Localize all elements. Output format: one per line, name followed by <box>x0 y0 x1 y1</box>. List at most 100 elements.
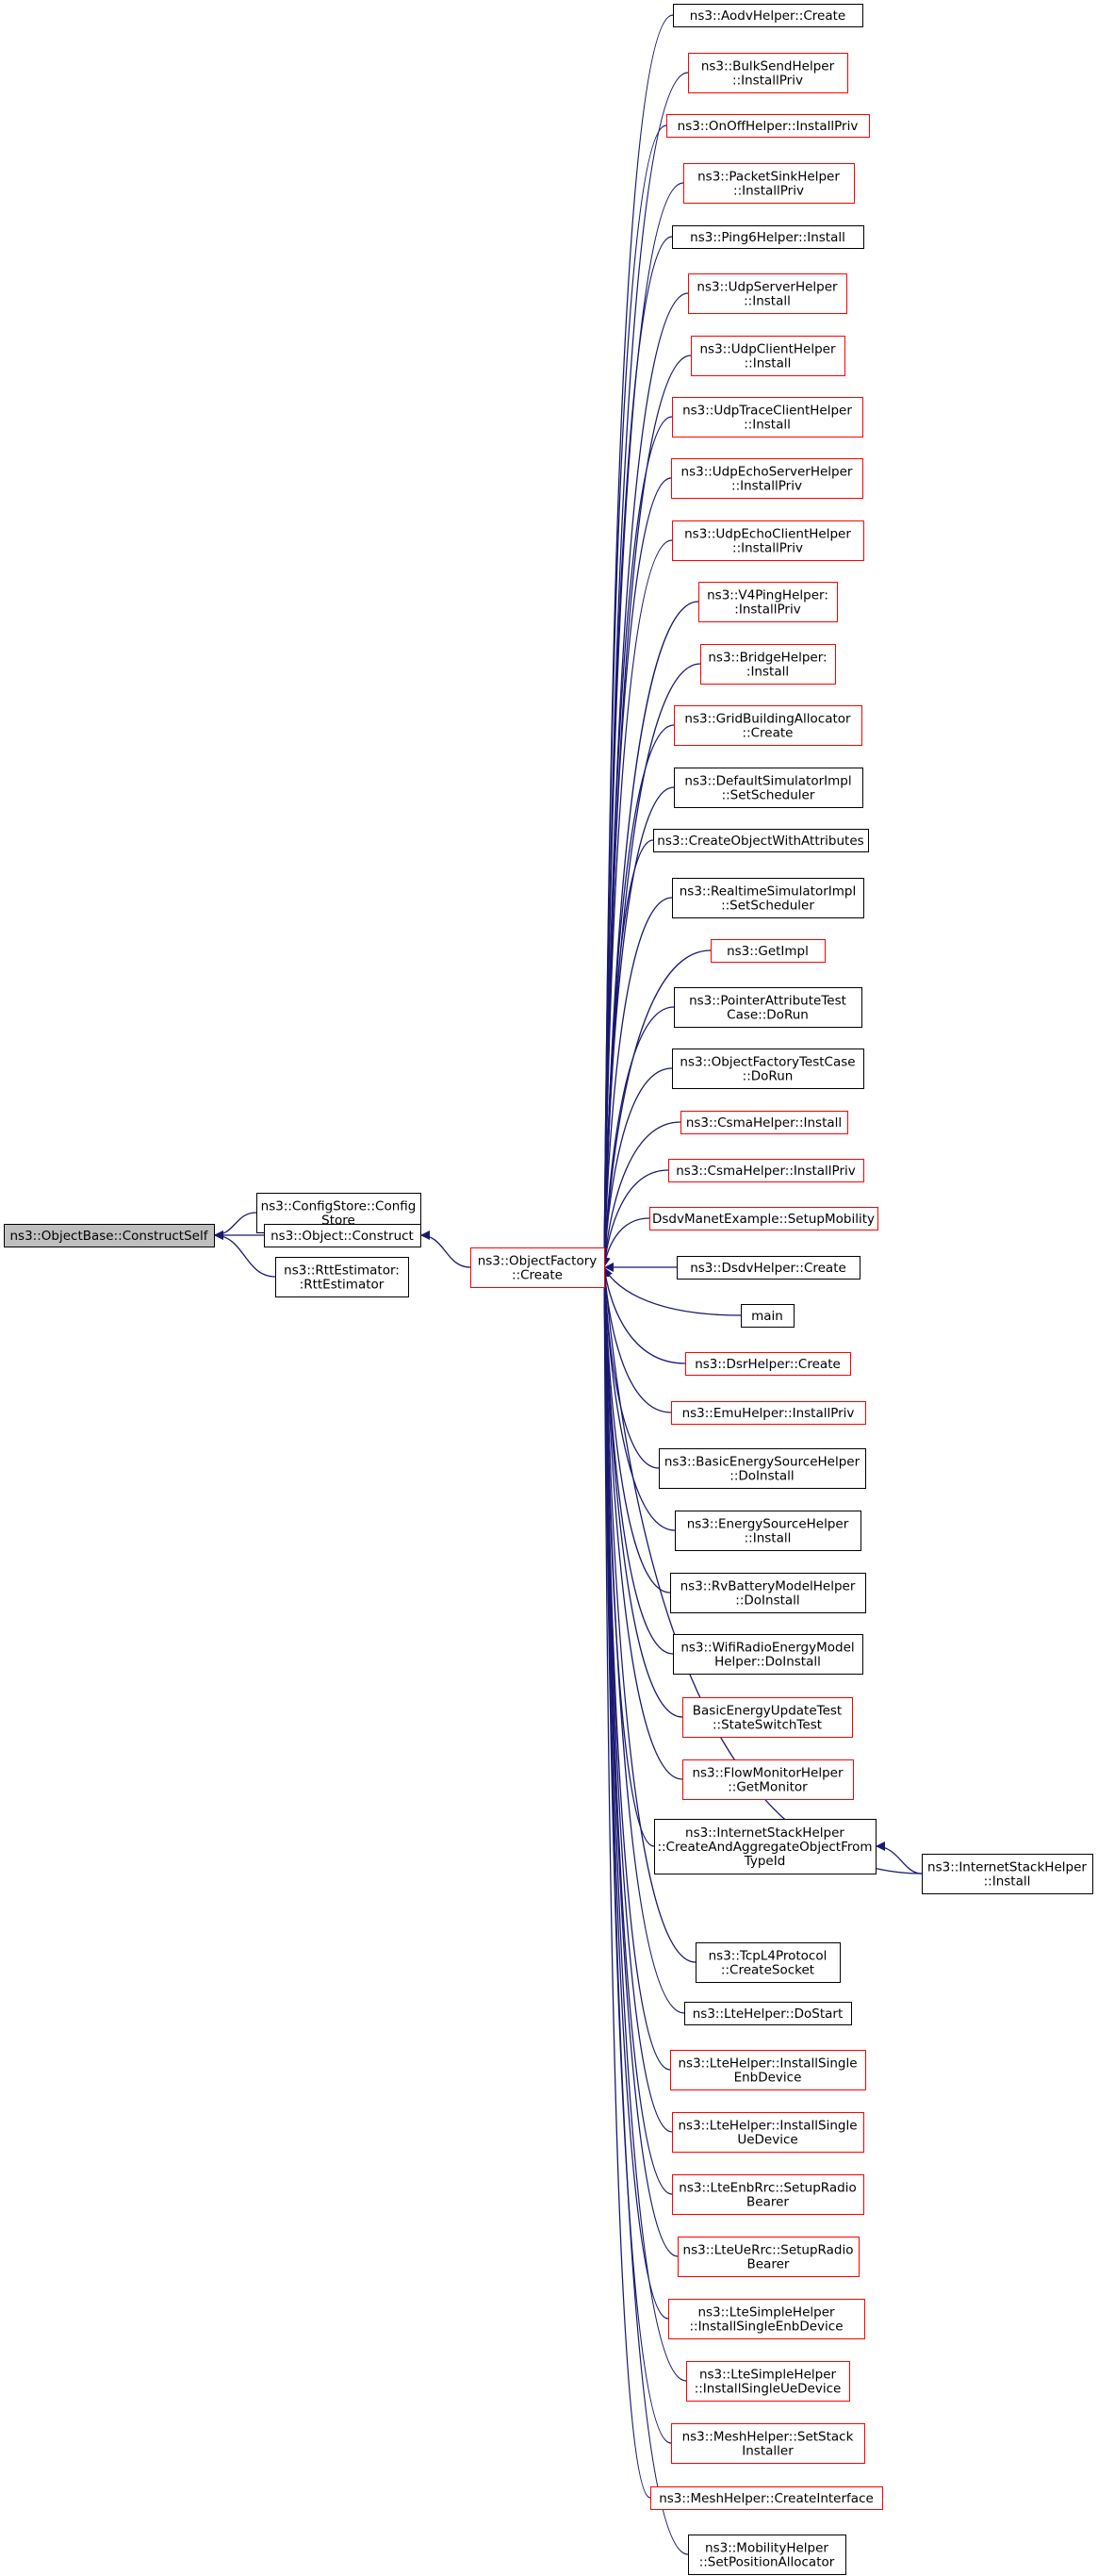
node-label-line: DsdvManetExample::SetupMobility <box>652 1212 875 1227</box>
node-label-line: Case::DoRun <box>727 1008 809 1023</box>
graph-node-c26[interactable]: ns3::BasicEnergySourceHelper::DoInstall <box>659 1448 866 1489</box>
nodes-layer: ns3::ObjectBase::ConstructSelfns3::Confi… <box>4 4 1093 2575</box>
node-label-line: ::StateSwitchTest <box>713 1718 822 1733</box>
graph-node-c16[interactable]: ns3::GetImpl <box>711 939 826 963</box>
graph-node-c13[interactable]: ns3::DefaultSimulatorImpl::SetScheduler <box>674 768 863 808</box>
graph-node-c40[interactable]: ns3::LteSimpleHelper::InstallSingleUeDev… <box>686 2361 850 2402</box>
graph-node-n_rtt[interactable]: ns3::RttEstimator::RttEstimator <box>275 1257 409 1297</box>
node-box <box>700 644 836 685</box>
node-label-line: ns3::BulkSendHelper <box>701 59 835 74</box>
node-box <box>671 458 863 499</box>
graph-node-c9[interactable]: ns3::UdpEchoClientHelper::InstallPriv <box>672 520 864 561</box>
graph-node-c43[interactable]: ns3::MobilityHelper::SetPositionAllocato… <box>688 2535 846 2575</box>
node-box <box>685 1352 851 1376</box>
node-label-line: ::Install <box>744 294 791 309</box>
edge-c14-to-n_factory <box>599 839 654 1268</box>
node-label-line: ns3::CsmaHelper::Install <box>686 1115 842 1131</box>
node-label-line: main <box>751 1309 783 1324</box>
node-label-line: ::Create <box>512 1268 563 1283</box>
node-label-line: ns3::Object::Construct <box>270 1229 414 1244</box>
graph-node-c31[interactable]: ns3::FlowMonitorHelper::GetMonitor <box>682 1759 854 1800</box>
graph-node-c19[interactable]: ns3::CsmaHelper::Install <box>680 1111 848 1134</box>
graph-node-c21[interactable]: DsdvManetExample::SetupMobility <box>649 1207 878 1230</box>
node-box <box>698 582 838 622</box>
node-label-line: ns3::ObjectBase::ConstructSelf <box>10 1229 209 1244</box>
graph-node-c29[interactable]: ns3::WifiRadioEnergyModelHelper::DoInsta… <box>673 1634 863 1675</box>
graph-node-n_factory[interactable]: ns3::ObjectFactory::Create <box>470 1247 605 1288</box>
graph-node-c34[interactable]: ns3::LteHelper::DoStart <box>684 2002 852 2025</box>
edge-c27-to-n_factory <box>599 1266 676 1531</box>
node-label-line: ::Install <box>744 418 791 433</box>
graph-node-c23[interactable]: main <box>741 1304 795 1328</box>
graph-node-n_self[interactable]: ns3::ObjectBase::ConstructSelf <box>4 1224 215 1247</box>
graph-node-c28[interactable]: ns3::RvBatteryModelHelper::DoInstall <box>670 1573 866 1613</box>
node-label-line: ::DoInstall <box>729 1469 794 1484</box>
graph-node-c8[interactable]: ns3::UdpEchoServerHelper::InstallPriv <box>671 458 863 499</box>
graph-node-c0[interactable]: ns3::AodvHelper::Create <box>673 4 863 27</box>
node-label-line: ns3::RealtimeSimulatorImpl <box>680 884 856 900</box>
graph-node-c3[interactable]: ns3::PacketSinkHelper::InstallPriv <box>683 163 855 204</box>
node-label-line: ::InstallSingleEnbDevice <box>689 2320 843 2335</box>
node-label-line: Bearer <box>747 2257 790 2272</box>
node-label-line: :InstallPriv <box>734 603 800 618</box>
graph-node-c30[interactable]: BasicEnergyUpdateTest::StateSwitchTest <box>682 1697 853 1738</box>
graph-node-c4[interactable]: ns3::Ping6Helper::Install <box>672 225 864 249</box>
edge-n_ish_install-to-c32 <box>875 1841 923 1874</box>
graph-node-c27[interactable]: ns3::EnergySourceHelper::Install <box>675 1511 861 1551</box>
graph-node-c24[interactable]: ns3::DsrHelper::Create <box>685 1352 851 1376</box>
node-box <box>741 1304 795 1328</box>
edge-c36-to-n_factory <box>599 1266 673 2133</box>
node-label-line: ns3::UdpTraceClientHelper <box>682 404 852 419</box>
graph-node-c35[interactable]: ns3::LteHelper::InstallSingleEnbDevice <box>670 2050 866 2090</box>
node-label-line: Bearer <box>746 2195 789 2210</box>
graph-node-c15[interactable]: ns3::RealtimeSimulatorImpl::SetScheduler <box>672 878 864 918</box>
graph-node-n_ish_install[interactable]: ns3::InternetStackHelper::Install <box>922 1854 1093 1894</box>
node-label-line: ns3::UdpServerHelper <box>696 280 838 295</box>
graph-node-c32[interactable]: ns3::InternetStackHelper::CreateAndAggre… <box>654 1819 877 1874</box>
node-label-line: ::GetMonitor <box>728 1780 808 1795</box>
node-label-line: ns3::RttEstimator: <box>284 1263 400 1279</box>
graph-node-c14[interactable]: ns3::CreateObjectWithAttributes <box>653 829 869 852</box>
graph-node-c1[interactable]: ns3::BulkSendHelper::InstallPriv <box>688 53 848 93</box>
node-label-line: ::SetScheduler <box>721 899 814 914</box>
edge-c4-to-n_factory <box>599 236 673 1268</box>
graph-node-c6[interactable]: ns3::UdpClientHelper::Install <box>691 336 845 376</box>
graph-node-c10[interactable]: ns3::V4PingHelper::InstallPriv <box>698 582 838 622</box>
graph-node-c2[interactable]: ns3::OnOffHelper::InstallPriv <box>666 114 870 138</box>
edge-c42-to-n_factory <box>599 1266 651 2499</box>
node-box <box>688 53 848 93</box>
node-box <box>683 163 855 204</box>
edge-c21-to-n_factory <box>600 1217 650 1268</box>
graph-node-c7[interactable]: ns3::UdpTraceClientHelper::Install <box>672 397 863 438</box>
graph-node-n_construct[interactable]: ns3::Object::Construct <box>264 1224 421 1247</box>
node-label-line: ns3::DefaultSimulatorImpl <box>684 774 851 789</box>
graph-node-c22[interactable]: ns3::DsdvHelper::Create <box>677 1256 860 1280</box>
node-label-line: ns3::BasicEnergySourceHelper <box>664 1455 860 1470</box>
node-label-line: ns3::OnOffHelper::InstallPriv <box>678 119 859 134</box>
edge-n_rtt-to-n_self <box>213 1230 276 1278</box>
graph-node-c39[interactable]: ns3::LteSimpleHelper::InstallSingleEnbDe… <box>668 2299 865 2339</box>
node-label-line: ns3::LteHelper::DoStart <box>693 2006 844 2022</box>
node-label-line: ns3::Ping6Helper::Install <box>690 230 845 245</box>
graph-node-c33[interactable]: ns3::TcpL4Protocol::CreateSocket <box>696 1942 841 1983</box>
graph-node-c25[interactable]: ns3::EmuHelper::InstallPriv <box>671 1401 866 1425</box>
graph-node-c5[interactable]: ns3::UdpServerHelper::Install <box>688 273 847 314</box>
graph-node-c18[interactable]: ns3::ObjectFactoryTestCase::DoRun <box>672 1049 864 1089</box>
graph-node-c20[interactable]: ns3::CsmaHelper::InstallPriv <box>668 1159 864 1182</box>
node-box <box>672 2174 864 2215</box>
node-label-line: ns3::MobilityHelper <box>705 2541 828 2556</box>
node-box <box>653 829 869 852</box>
node-label-line: Installer <box>742 2444 794 2459</box>
graph-node-c36[interactable]: ns3::LteHelper::InstallSingleUeDevice <box>672 2112 864 2153</box>
node-label-line: ::SetPositionAllocator <box>699 2555 835 2570</box>
graph-node-c11[interactable]: ns3::BridgeHelper::Install <box>700 644 836 685</box>
node-label-line: ::InstallPriv <box>732 74 803 89</box>
node-box <box>671 1401 866 1425</box>
graph-node-c12[interactable]: ns3::GridBuildingAllocator::Create <box>674 705 862 746</box>
graph-node-c42[interactable]: ns3::MeshHelper::CreateInterface <box>650 2486 883 2510</box>
